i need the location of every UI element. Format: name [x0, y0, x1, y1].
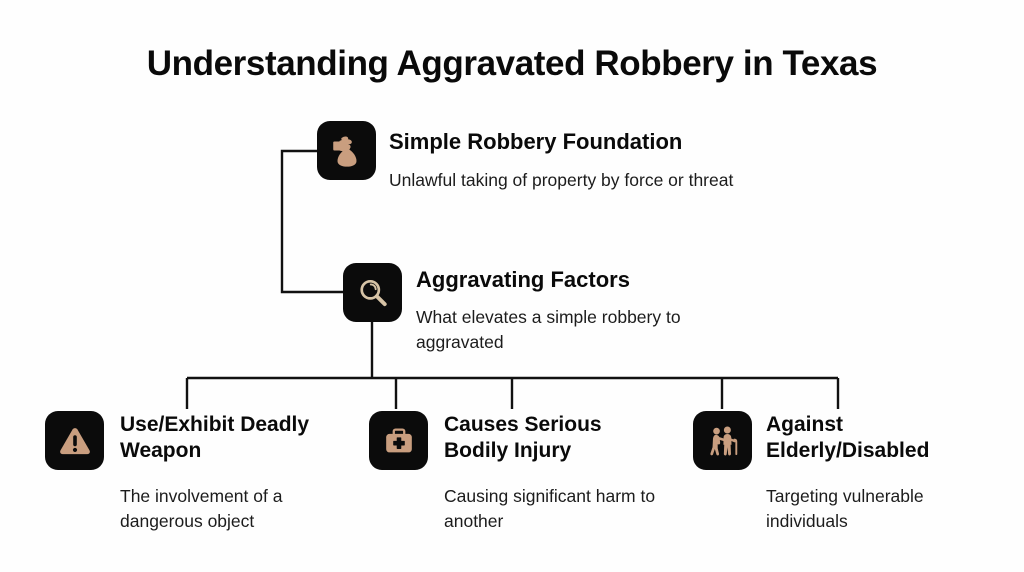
- simple-robbery-heading: Simple Robbery Foundation: [389, 129, 683, 154]
- aggravating-factors-description: What elevates a simple robbery to aggrav…: [416, 307, 681, 352]
- aggravating-factors-icon-tile: [343, 263, 402, 322]
- simple-robbery-description: Unlawful taking of property by force or …: [389, 170, 734, 190]
- deadly-weapon-heading: Use/Exhibit Deadly Weapon: [120, 413, 310, 462]
- aggravating-factors-heading: Aggravating Factors: [416, 267, 630, 292]
- magnifying-glass-icon: [355, 275, 391, 311]
- bodily-injury-description: Causing significant harm to another: [444, 486, 656, 531]
- page-title: Understanding Aggravated Robbery in Texa…: [146, 44, 878, 83]
- deadly-weapon-icon-tile: [45, 411, 104, 470]
- simple-robbery-icon-tile: [317, 121, 376, 180]
- elderly-disabled-heading: Against Elderly/Disabled: [766, 413, 930, 462]
- bodily-injury-heading: Causes Serious Bodily Injury: [444, 413, 602, 462]
- elderly-disabled-description: Targeting vulnerable individuals: [766, 486, 924, 531]
- elderly-assistance-icon: [704, 422, 742, 460]
- first-aid-kit-icon: [380, 422, 418, 460]
- warning-triangle-icon: [56, 422, 94, 460]
- money-bag-grab-icon: [328, 132, 366, 170]
- elderly-disabled-icon-tile: [693, 411, 752, 470]
- deadly-weapon-description: The involvement of a dangerous object: [120, 486, 283, 531]
- bodily-injury-icon-tile: [369, 411, 428, 470]
